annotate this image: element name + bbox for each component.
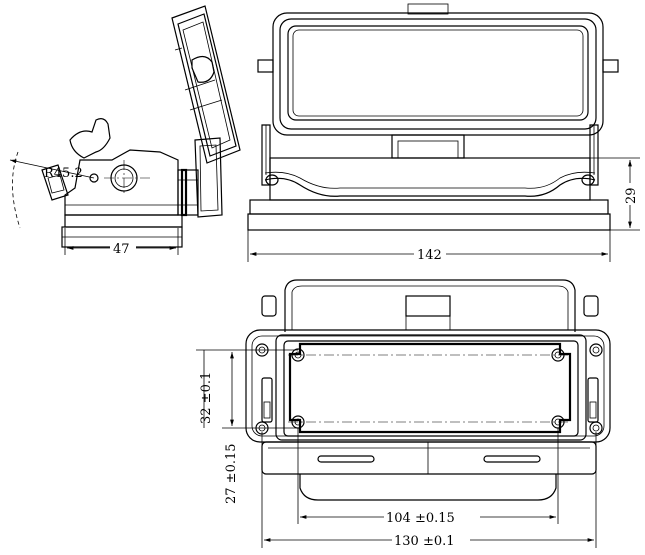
dim-pitch-horizontal: 104 ±0.15 (386, 511, 455, 526)
top-view-frame-inner (283, 340, 579, 437)
dim-32-mask (198, 356, 214, 426)
dim-pitch-vertical: 32 ±0.1 (199, 372, 214, 424)
front-view-base (247, 213, 611, 231)
dim-bottom-offset: 27 ±0.15 (224, 443, 239, 504)
front-view-lid (257, 3, 619, 136)
mounting-holes (255, 343, 603, 435)
front-view-flange (249, 199, 609, 215)
front-view: 142 29 (247, 3, 640, 263)
top-view-flange-inner (251, 335, 605, 437)
dim-overall-width: 130 ±0.1 (394, 534, 455, 549)
front-view-hinge-inner (397, 140, 459, 159)
side-view-clamp (177, 137, 223, 218)
dim-front-width: 142 (417, 248, 442, 263)
top-view-latch (261, 441, 597, 501)
mounting-hole-core (592, 346, 600, 354)
side-view: R45.2 47 (9, 5, 241, 257)
dim-29-mask (622, 183, 638, 205)
dim-27-mask (222, 430, 238, 504)
mounting-hole (589, 343, 603, 357)
dim-radius: R45.2 (44, 166, 83, 181)
dim-130-mask (392, 532, 470, 546)
top-view-clips (261, 377, 599, 423)
top-view-cutout (288, 342, 572, 434)
front-view-body (264, 157, 596, 201)
radius-arc (12, 151, 21, 229)
top-view: 32 ±0.1 27 ±0.15 104 ±0.15 130 ±0.1 (196, 279, 611, 549)
dim-side-width: 47 (113, 242, 130, 257)
mounting-hole-core (592, 424, 600, 432)
side-view-housing (41, 118, 183, 248)
side-view-lid (171, 5, 241, 164)
radius-leader (9, 159, 95, 179)
inner-screw-holes (291, 348, 565, 429)
dim-142-mask (414, 246, 446, 260)
dim-104-mask (384, 509, 480, 523)
top-view-frame (275, 334, 587, 441)
dim-front-height: 29 (624, 187, 639, 204)
top-view-lid (261, 279, 599, 332)
dim-47-mask (110, 240, 136, 254)
front-view-clips (261, 124, 599, 186)
front-view-hinge (391, 134, 465, 159)
